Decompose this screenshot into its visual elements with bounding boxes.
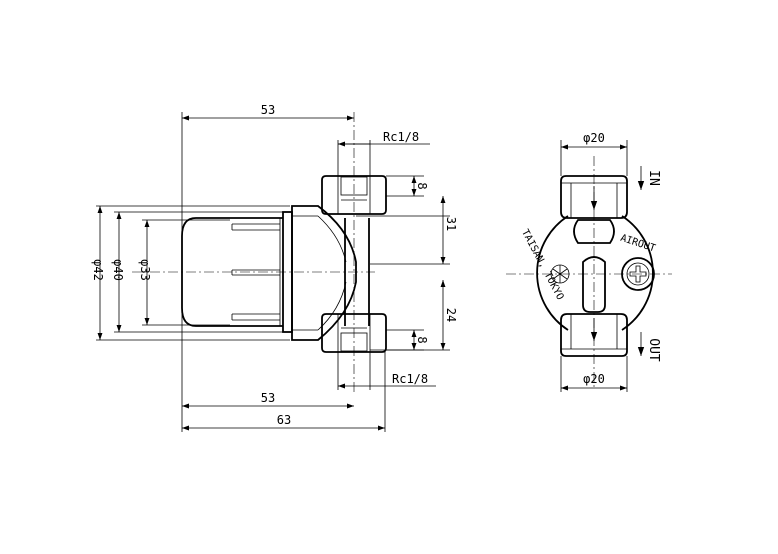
dim-phi42: φ42 bbox=[91, 259, 105, 281]
thread-bottom-label: Rc1/8 bbox=[392, 372, 428, 386]
in-label: IN bbox=[646, 170, 661, 186]
vent-mark: AIROUT bbox=[619, 233, 657, 255]
out-label: OUT bbox=[646, 338, 661, 362]
thread-top-label: Rc1/8 bbox=[383, 130, 419, 144]
dim-63: 63 bbox=[277, 413, 291, 427]
dim-53-bottom: 53 bbox=[261, 391, 275, 405]
side-view: 53 53 63 Rc1/8 Rc1/8 φ42 φ40 φ33 8 8 31 … bbox=[91, 103, 458, 432]
dim-24: 24 bbox=[444, 308, 458, 322]
dim-phi20-bottom: φ20 bbox=[583, 372, 605, 386]
dim-31: 31 bbox=[444, 217, 458, 231]
dim-8-top: 8 bbox=[415, 182, 429, 189]
dim-53-top: 53 bbox=[261, 103, 275, 117]
dim-phi20-top: φ20 bbox=[583, 131, 605, 145]
front-view: φ20 φ20 IN OUT TAISAN, TOKYO AIROUT bbox=[506, 131, 672, 392]
dim-phi33: φ33 bbox=[138, 259, 152, 281]
dim-phi40: φ40 bbox=[111, 259, 125, 281]
dim-8-bottom: 8 bbox=[415, 336, 429, 343]
